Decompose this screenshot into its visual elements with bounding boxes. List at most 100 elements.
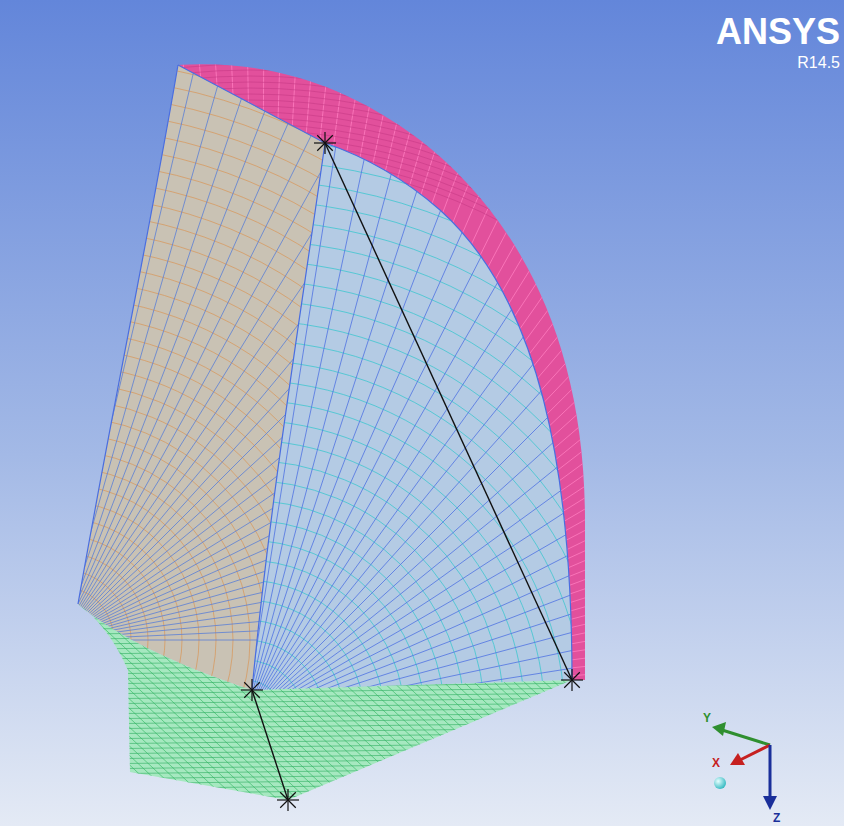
mesh-line: [0, 505, 844, 515]
mesh-line: [245, 473, 844, 720]
mesh-line: [260, 678, 844, 700]
mesh-line: [0, 100, 844, 826]
mesh-line: [245, 0, 246, 720]
mesh-line: [0, 160, 790, 826]
mesh-line: [186, 592, 396, 788]
mesh-line: [60, 0, 97, 640]
mesh-line: [312, 578, 522, 774]
mesh-line: [618, 544, 828, 740]
mesh-line: [0, 625, 844, 635]
mesh-line: [0, 525, 844, 535]
mesh-line: [582, 548, 792, 744]
mesh-line: [0, 650, 844, 660]
mesh-line: [0, 106, 844, 826]
mesh-line: [260, 0, 633, 700]
mesh-line: [0, 0, 726, 826]
mesh-line: [420, 566, 630, 762]
mesh-line: [0, 660, 844, 670]
mesh-line: [245, 0, 532, 720]
mesh-line: [260, 658, 844, 700]
mesh-line: [60, 566, 844, 640]
mesh-line: [245, 49, 681, 720]
mesh-line: [0, 40, 844, 826]
mesh-line: [0, 623, 117, 819]
mesh-line: [60, 603, 844, 640]
mesh-line: [339, 575, 549, 771]
mesh-line: [0, 0, 260, 700]
mesh-line: [0, 161, 539, 826]
mesh-line: [260, 0, 325, 700]
mesh-line: [240, 586, 450, 782]
mesh-line: [245, 125, 780, 720]
mesh-line: [357, 573, 567, 769]
mesh-line: [245, 0, 492, 720]
mesh-line: [0, 520, 844, 530]
mesh-line: [225, 700, 265, 740]
mesh-line: [60, 0, 207, 640]
mesh-line: [51, 607, 261, 803]
version-label: R14.5: [797, 55, 840, 71]
mesh-line: [260, 45, 719, 700]
mesh-line: [0, 34, 844, 826]
edge: [78, 65, 178, 604]
mesh-line: [0, 790, 844, 800]
mesh-line: [321, 577, 531, 773]
product-logo: ANSYS: [716, 14, 840, 50]
mesh-line: [40, 620, 80, 660]
mesh-line: [0, 645, 844, 655]
mesh-line: [260, 12, 668, 700]
star-stroke: [564, 672, 580, 688]
mesh-line: [0, 805, 844, 815]
mesh-line: [245, 217, 844, 720]
mesh-line: [546, 552, 756, 748]
mesh-line: [0, 620, 844, 630]
mesh-line: [600, 546, 810, 742]
mesh-line: [0, 800, 844, 810]
mesh-line: [0, 16, 844, 826]
mesh-line: [0, 695, 844, 705]
mesh-line: [0, 820, 844, 826]
mesh-line: [260, 700, 844, 819]
mesh-line: [0, 314, 386, 826]
mesh-line: [0, 280, 420, 826]
mesh-line: [104, 0, 260, 700]
mesh-line: [591, 547, 801, 743]
mesh-line: [260, 366, 844, 700]
mesh-line: [276, 582, 486, 778]
line: [325, 143, 572, 680]
mesh-line: [60, 421, 829, 640]
mesh-line: [60, 0, 481, 640]
mesh-line: [555, 551, 765, 747]
mesh-line: [260, 0, 597, 700]
mesh-line: [0, 400, 565, 826]
mesh-line: [0, 120, 844, 826]
mesh-line: [0, 630, 54, 826]
mesh-line: [0, 246, 454, 826]
mesh-line: [0, 585, 844, 595]
mesh-line: [60, 0, 512, 640]
origin-ball: [714, 777, 726, 789]
mesh-line: [501, 557, 711, 753]
mesh-line: [45, 520, 445, 826]
mesh-line: [260, 499, 844, 700]
mesh-line: [42, 608, 252, 804]
mesh-line: [65, 540, 425, 826]
mesh-line: [0, 633, 27, 826]
mesh-line: [0, 613, 207, 809]
mesh-line: [0, 680, 844, 690]
mesh-line: [0, 140, 825, 826]
mesh-line: [483, 559, 693, 755]
mesh-line: [245, 554, 844, 720]
mesh-line: [0, 64, 844, 826]
mesh-line: [519, 555, 729, 751]
mesh-line: [0, 195, 505, 826]
mesh-line: [260, 211, 844, 700]
mesh-line: [245, 678, 844, 720]
mesh-line: [260, 0, 285, 700]
mesh-line: [0, 627, 81, 823]
mesh-line: [260, 479, 844, 700]
mesh-line: [573, 549, 783, 745]
mesh-line: [0, 614, 198, 810]
